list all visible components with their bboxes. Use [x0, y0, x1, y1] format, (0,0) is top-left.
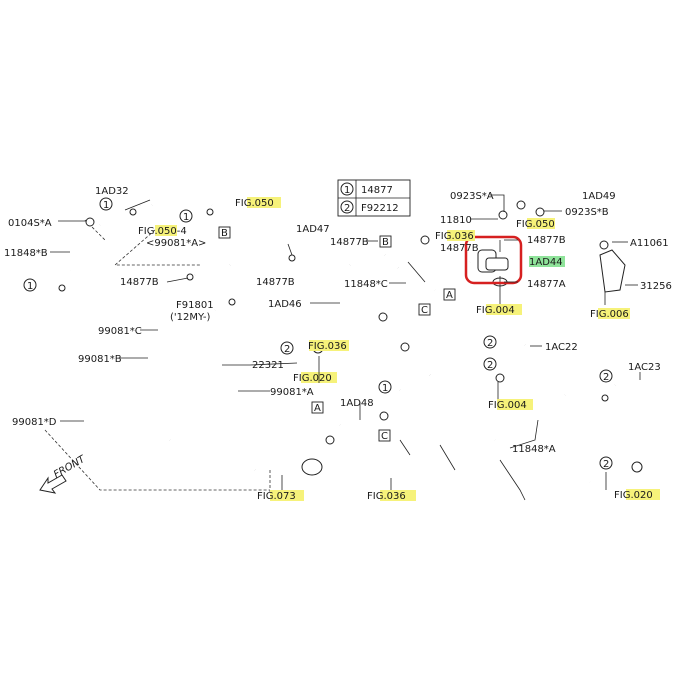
label-14877b-d: 14877B [440, 243, 479, 254]
label-99081d: 99081*D [12, 417, 57, 428]
label-11848b: 11848*B [4, 248, 48, 259]
part-legend: 1 2 14877 F92212 [337, 179, 411, 217]
label-31256: 31256 [640, 281, 672, 292]
legend-part-1: 14877 [361, 185, 393, 196]
label-fig004-mid: FIG.004 [488, 400, 527, 411]
label-1ad47: 1AD47 [296, 224, 330, 235]
label-0923s-b: 0923S*B [565, 207, 609, 218]
legend-num-1: 1 [344, 185, 350, 196]
marker-circle-1c: 1 [183, 212, 189, 223]
left-hoses [42, 179, 353, 492]
center-components [301, 174, 660, 501]
highlights [155, 197, 660, 501]
label-fig020-r: FIG.020 [614, 490, 653, 501]
callout-markers: 1 1 1 1 2 2 2 2 2 B B C C A A [23, 197, 613, 470]
marker-box-a1: A [446, 290, 453, 301]
marker-circle-1b: 1 [27, 281, 33, 292]
label-fig006: FIG.006 [590, 309, 629, 320]
label-14877b-e: 14877B [527, 235, 566, 246]
label-14877b-left: 14877B [120, 277, 159, 288]
label-0923s-a: 0923S*A [450, 191, 494, 202]
label-1ad44: 1AD44 [529, 257, 563, 268]
label-fig050-4: FIG.050-4 [138, 226, 187, 237]
selection-highlight-box [464, 235, 523, 285]
marker-box-c1: C [421, 305, 428, 316]
leader-lines [50, 194, 641, 490]
label-0104s-a: 0104S*A [8, 218, 52, 229]
label-99081a: 99081*A [270, 387, 314, 398]
label-14877a: 14877A [527, 279, 566, 290]
marker-box-b1: B [221, 228, 228, 239]
label-99081a-paren: <99081*A> [146, 238, 206, 249]
label-fig020-mid: FIG.020 [293, 373, 332, 384]
part-labels: 1AD32 0104S*A FIG.050-4 <99081*A> 11848*… [4, 186, 672, 502]
label-1ad32: 1AD32 [95, 186, 129, 197]
label-1ad46: 1AD46 [268, 299, 302, 310]
label-14877b-c: 14877B [330, 237, 369, 248]
label-14877b-mid: 14877B [256, 277, 295, 288]
label-fig050-r: FIG.050 [516, 219, 555, 230]
label-22321: 22321 [252, 360, 284, 371]
marker-circle-2e: 2 [603, 459, 609, 470]
label-fig004-top: FIG.004 [476, 305, 515, 316]
label-fig036-mid: FIG.036 [308, 341, 347, 352]
marker-circle-2d: 2 [603, 372, 609, 383]
label-f91801: F91801 [176, 300, 214, 311]
label-11848a: 11848*A [512, 444, 556, 455]
marker-box-b2: B [382, 237, 389, 248]
label-1ad48: 1AD48 [340, 398, 374, 409]
label-99081b: 99081*B [78, 354, 122, 365]
label-1ac22: 1AC22 [545, 342, 578, 353]
marker-circle-2b: 2 [487, 338, 493, 349]
label-11810: 11810 [440, 215, 472, 226]
label-1ac23: 1AC23 [628, 362, 661, 373]
marker-circle-2a: 2 [284, 344, 290, 355]
marker-box-a2: A [314, 403, 321, 414]
label-99081c: 99081*C [98, 326, 142, 337]
front-direction-indicator: FRONT [39, 454, 88, 494]
label-fig073: FIG.073 [257, 491, 296, 502]
label-12my: ('12MY-) [170, 312, 211, 323]
marker-circle-1a: 1 [103, 200, 109, 211]
legend-part-2: F92212 [361, 203, 399, 214]
label-11848c: 11848*C [344, 279, 388, 290]
label-fig036-bot: FIG.036 [367, 491, 406, 502]
label-1ad49: 1AD49 [582, 191, 616, 202]
label-a11061: A11061 [630, 238, 669, 249]
label-fig036-top: FIG.036 [435, 231, 474, 242]
label-fig050-top: FIG.050 [235, 198, 274, 209]
front-arrow-icon [39, 474, 67, 494]
legend-num-2: 2 [344, 203, 350, 214]
marker-box-c2: C [381, 431, 388, 442]
marker-circle-2c: 2 [487, 360, 493, 371]
marker-circle-1d: 1 [382, 383, 388, 394]
